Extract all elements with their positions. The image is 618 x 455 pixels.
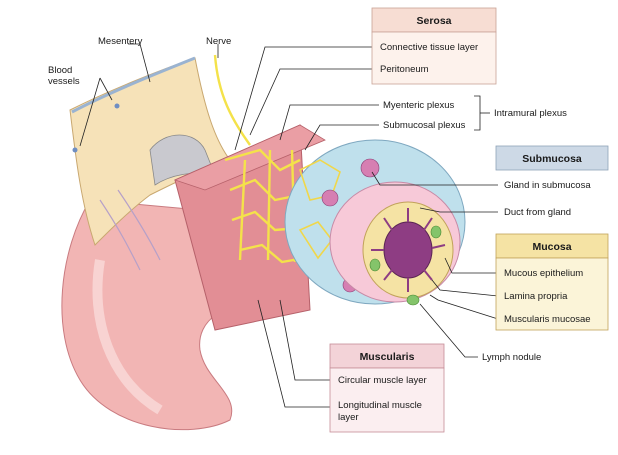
gland-in-submucosa-label: Gland in submucosa: [504, 180, 591, 191]
serosa-item-peritoneum: Peritoneum: [380, 64, 429, 75]
myenteric-plexus-label: Myenteric plexus: [383, 100, 455, 111]
leader-lines: [79, 43, 499, 408]
lymph-nodule-label: Lymph nodule: [482, 352, 541, 363]
mesentery-border: [71, 56, 196, 114]
muscularis-title: Muscularis: [360, 351, 415, 363]
mesentery-vessel: [99, 199, 141, 271]
vessel-dot: [114, 103, 120, 109]
mucosa-box: Mucosa Mucous epithelium Lamina propria …: [495, 233, 609, 331]
nerve-label: Nerve: [206, 36, 231, 47]
blood-vessels-label-1: Blood: [48, 65, 72, 76]
intramural-plexus-label: Intramural plexus: [494, 108, 567, 119]
mucosa-title: Mucosa: [532, 241, 571, 253]
intestine-highlight: [92, 259, 163, 415]
mucosa-item-epithelium: Mucous epithelium: [504, 268, 583, 279]
muscularis-item-circular: Circular muscle layer: [338, 375, 427, 386]
muscularis-item-longitudinal: Longitudinal muscle: [338, 400, 422, 411]
villi: [371, 208, 446, 292]
submucosa-title: Submucosa: [522, 153, 582, 165]
vessel-dot: [72, 147, 78, 153]
submucosa-box: Submucosa: [495, 145, 609, 171]
submucosal-plexus-label: Submucosal plexus: [383, 120, 466, 131]
mucosa-item-muscularis-mucosae: Muscularis mucosae: [504, 314, 591, 325]
mucosa-item-lamina: Lamina propria: [504, 291, 568, 302]
lymph-nodules: [369, 225, 442, 306]
mesentery-label: Mesentery: [98, 36, 143, 47]
mesentery-vessel-2: [117, 189, 161, 261]
nerve-network: [213, 54, 306, 264]
duct-from-gland-label: Duct from gland: [504, 207, 571, 218]
muscularis-box: Muscularis Circular muscle layer Longitu…: [329, 343, 445, 433]
blood-vessels-label-2: vessels: [48, 76, 80, 87]
serosa-box: Serosa Connective tissue layer Peritoneu…: [371, 7, 497, 85]
muscle-block-top: [173, 124, 326, 191]
serosa-item-connective: Connective tissue layer: [380, 42, 478, 53]
serosa-title: Serosa: [416, 15, 451, 27]
muscularis-item-longitudinal-2: layer: [338, 412, 359, 423]
